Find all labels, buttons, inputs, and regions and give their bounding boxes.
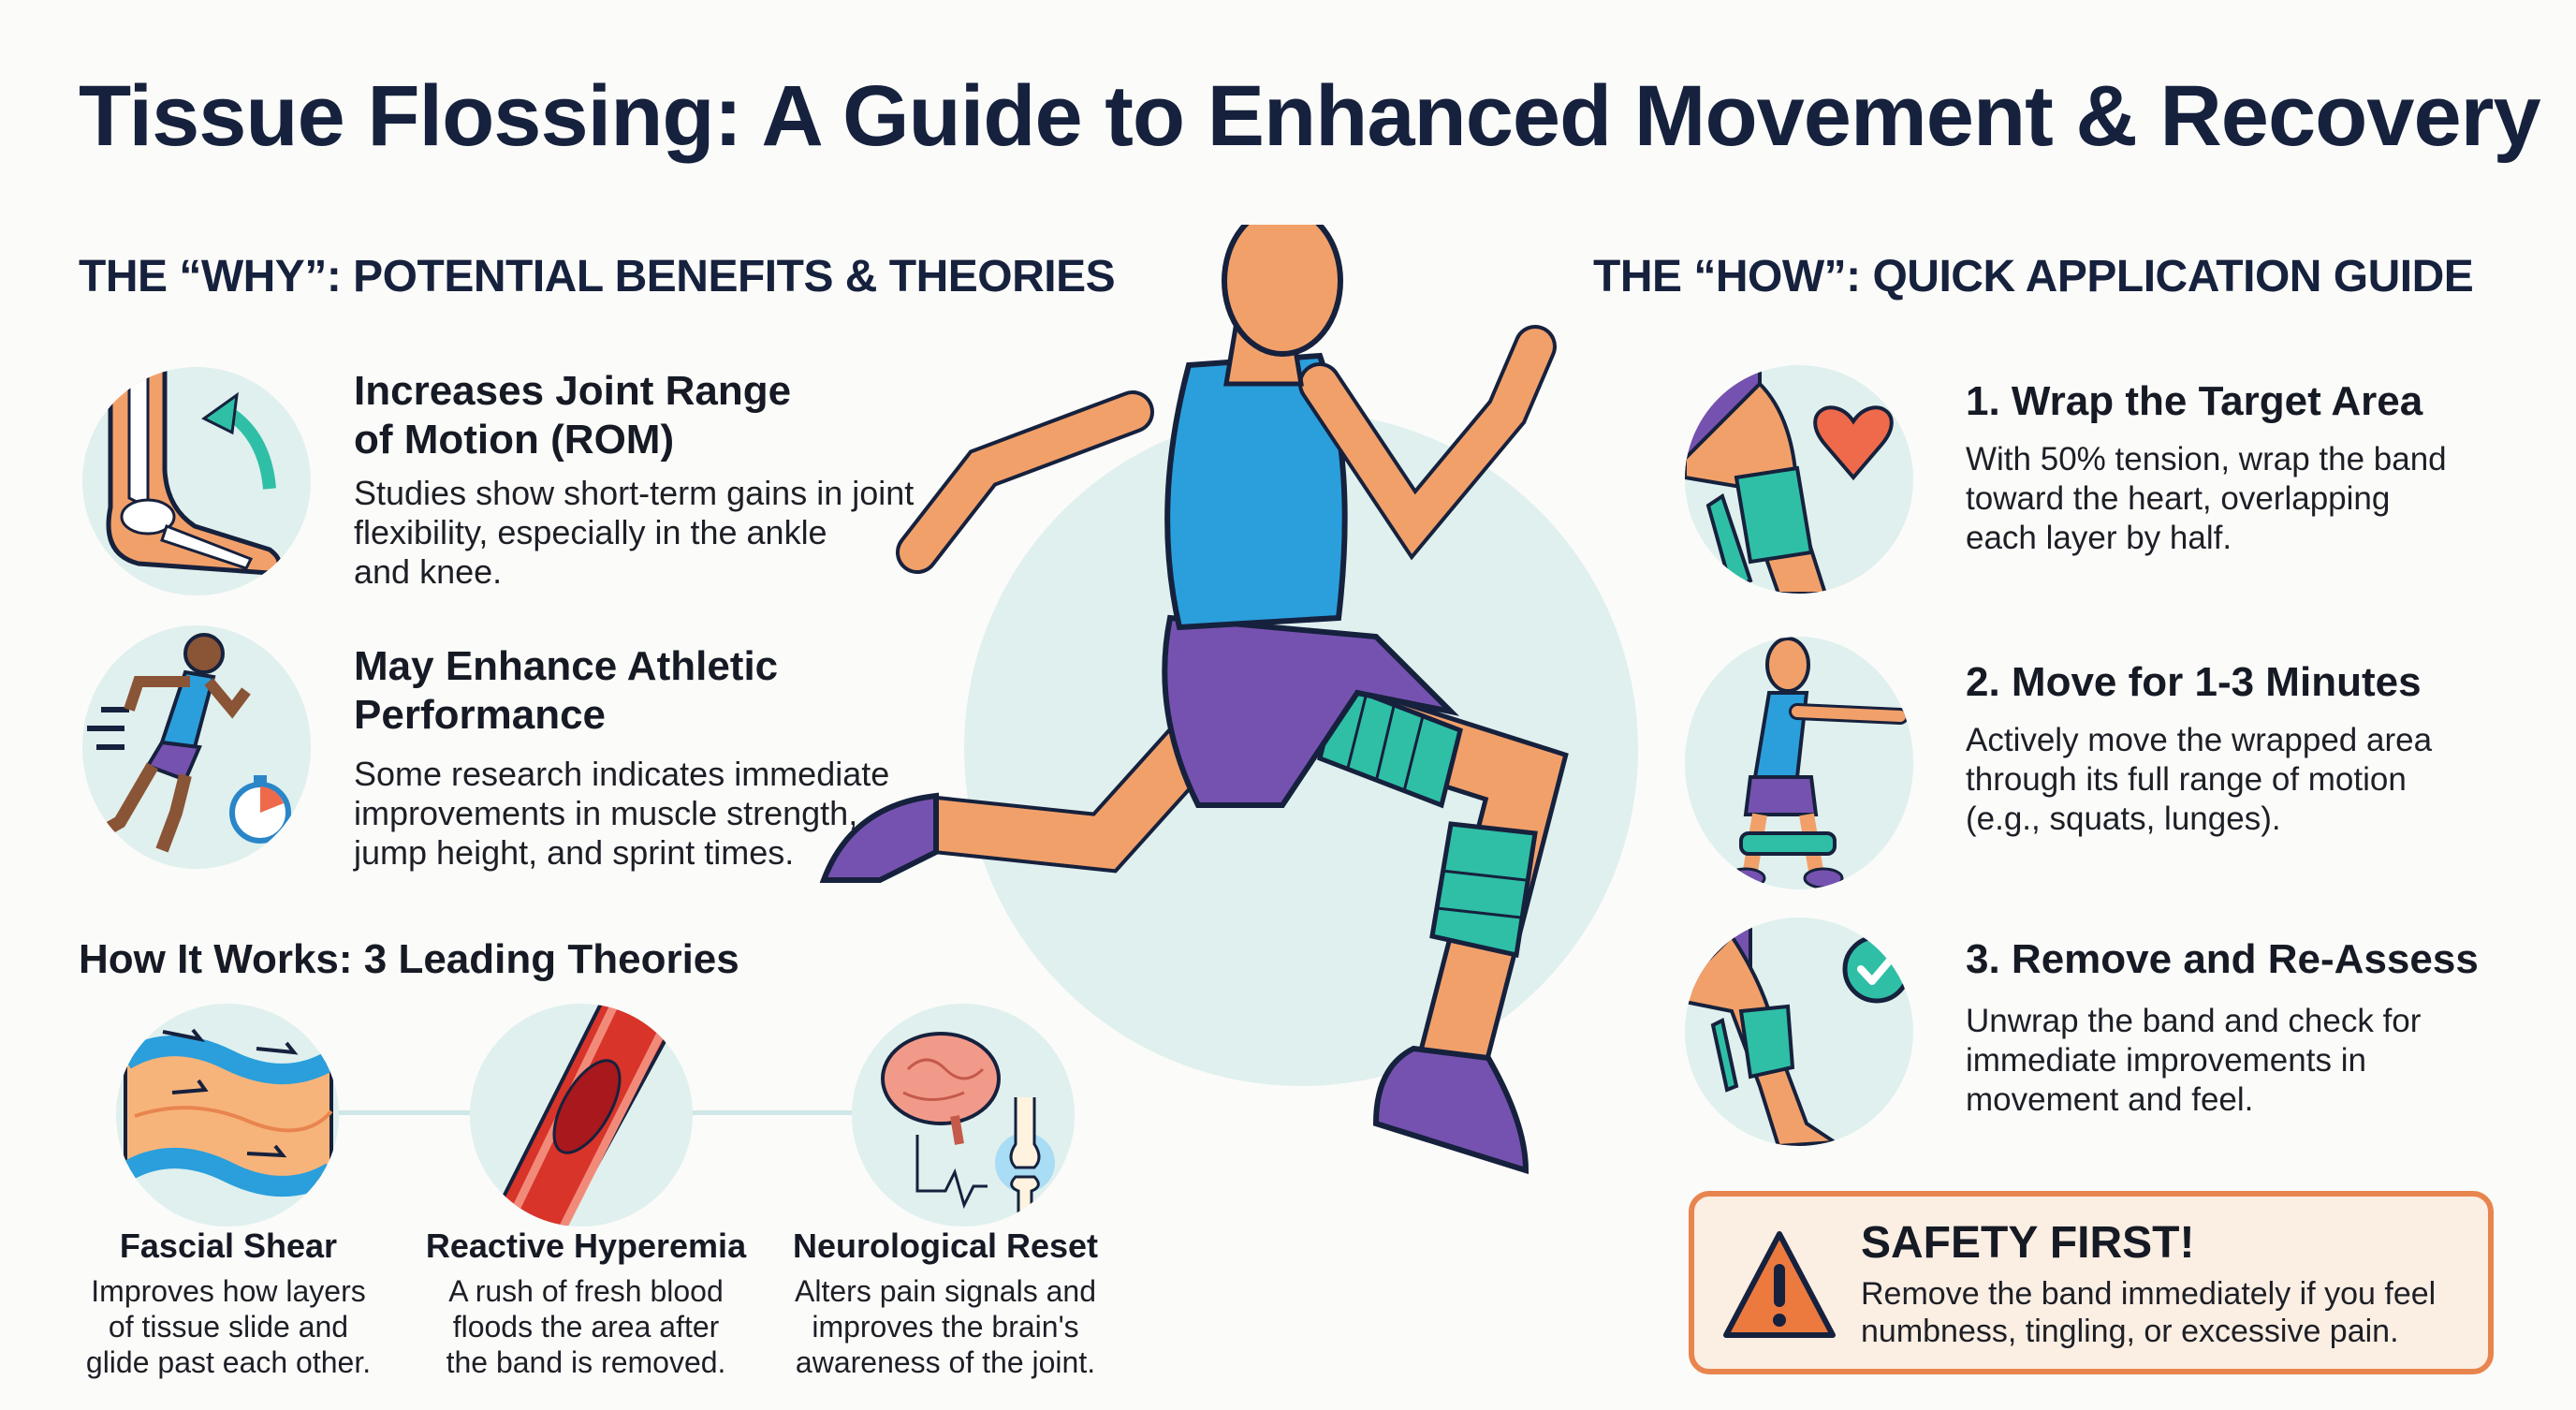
step-text-line: Actively move the wrapped area [1966, 722, 2433, 758]
benefit-text-line: Studies show short-term gains in joint [354, 474, 915, 512]
theory-text-line: of tissue slide and [108, 1310, 349, 1344]
step-text-line: With 50% tension, wrap the band [1966, 441, 2447, 477]
ankle-joint-icon [82, 367, 311, 595]
benefit-text-line: improvements in muscle strength, [354, 794, 858, 832]
warning-triangle-icon [1723, 1231, 1836, 1338]
theory-text-line: the band is removed. [446, 1345, 726, 1379]
tissue-layers-icon [116, 1004, 339, 1226]
squat-band-icon [1685, 637, 1913, 889]
safety-text-line: Remove the band immediately if you feel [1861, 1276, 2437, 1312]
theory-text-line: Improves how layers [91, 1274, 366, 1308]
wrap-knee-heart-icon [1685, 365, 1913, 594]
step-title: 2. Move for 1-3 Minutes [1966, 659, 2422, 705]
theory-text-line: improves the brain's [812, 1310, 1079, 1344]
step-text-line: through its full range of motion [1966, 761, 2407, 798]
step-text-line: movement and feel. [1966, 1081, 2254, 1118]
step-title: 1. Wrap the Target Area [1966, 378, 2423, 424]
step-text-line: toward the heart, overlapping [1966, 480, 2391, 517]
theories-heading: How It Works: 3 Leading Theories [79, 936, 739, 982]
unwrap-check-icon [1685, 918, 1913, 1146]
theory-text-line: glide past each other. [85, 1345, 372, 1379]
step-text-line: (e.g., squats, lunges). [1966, 800, 2281, 837]
theory-text-line: awareness of the joint. [795, 1345, 1096, 1379]
step-title: 3. Remove and Re-Assess [1966, 936, 2479, 982]
theory-title: Fascial Shear [119, 1226, 338, 1265]
benefit-title-line: May Enhance Athletic [354, 643, 779, 689]
theory-text-line: A rush of fresh blood [448, 1274, 724, 1308]
step-text-line: immediate improvements in [1966, 1042, 2366, 1079]
benefit-text-line: jump height, and sprint times. [354, 833, 795, 872]
theory-text-line: floods the area after [452, 1310, 720, 1344]
step-text-line: Unwrap the band and check for [1966, 1003, 2422, 1039]
safety-warning-box: SAFETY FIRST! Remove the band immediatel… [1689, 1191, 2494, 1374]
why-section-heading: THE “WHY”: POTENTIAL BENEFITS & THEORIES [79, 252, 1116, 301]
step-text-line: each layer by half. [1966, 520, 2232, 556]
blood-vessel-icon [470, 1004, 693, 1226]
benefit-text-line: Some research indicates immediate [354, 755, 890, 793]
benefit-text-line: flexibility, especially in the ankle [354, 513, 827, 551]
theory-text-line: Alters pain signals and [795, 1274, 1096, 1308]
benefit-title-line: of Motion (ROM) [354, 417, 675, 463]
theory-title: Reactive Hyperemia [425, 1226, 747, 1265]
sprinter-stopwatch-icon [82, 625, 311, 869]
safety-title: SAFETY FIRST! [1861, 1218, 2195, 1268]
safety-text-line: numbness, tingling, or excessive pain. [1861, 1314, 2399, 1349]
how-section-heading: THE “HOW”: QUICK APPLICATION GUIDE [1593, 252, 2474, 301]
brain-joint-icon [852, 1004, 1075, 1226]
benefit-title-line: Increases Joint Range [354, 368, 792, 414]
theory-title: Neurological Reset [792, 1226, 1099, 1265]
benefit-title-line: Performance [354, 692, 607, 738]
runner-illustration-icon [819, 225, 1569, 1175]
benefit-text-line: and knee. [354, 552, 503, 591]
page-title: Tissue Flossing: A Guide to Enhanced Mov… [79, 68, 2541, 164]
